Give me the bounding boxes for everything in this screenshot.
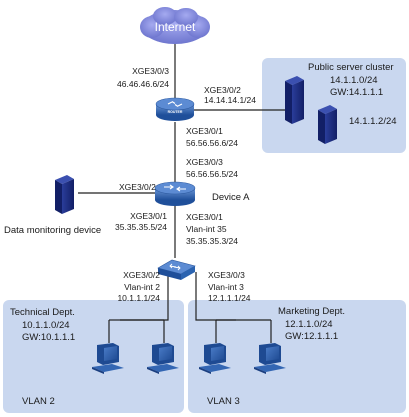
marketing-dept-zone [188, 300, 406, 413]
switch-right-ip: 12.1.1.1/24 [208, 293, 251, 303]
router-down-port: XGE3/0/1 [186, 126, 223, 136]
router-up-ip: 46.46.46.6/24 [117, 79, 169, 89]
tech-dept-subnet: 10.1.1.0/24 [22, 320, 70, 331]
device-a-up-port: XGE3/0/3 [186, 157, 223, 167]
internet-label: Internet [155, 20, 196, 34]
device-a-name: Device A [212, 192, 250, 203]
device-a-down-ip: 35.35.35.5/24 [115, 222, 167, 232]
monitor-name: Data monitoring device [4, 225, 101, 236]
switch-left-vlan: Vlan-int 2 [124, 282, 160, 292]
access-switch-icon [157, 259, 196, 280]
device-a-up-ip: 56.56.56.5/24 [186, 169, 238, 179]
switch-up-vlan: Vlan-int 35 [186, 224, 227, 234]
workstation-icon [92, 343, 124, 374]
marketing-dept-title: Marketing Dept. [278, 306, 345, 317]
tech-dept-gateway: GW:10.1.1.1 [22, 332, 75, 343]
router-right-port: XGE3/0/2 [204, 85, 241, 95]
router-right-ip: 14.14.14.1/24 [204, 95, 256, 105]
marketing-dept-vlan: VLAN 3 [207, 396, 240, 407]
switch-left-ip: 10.1.1.1/24 [117, 293, 160, 303]
technical-dept-zone [3, 300, 184, 413]
monitoring-server-icon [55, 175, 74, 214]
tech-dept-title: Technical Dept. [10, 307, 75, 318]
server-icon [318, 105, 337, 144]
device-a-down-port: XGE3/0/1 [130, 211, 167, 221]
internet-cloud-icon [140, 7, 210, 44]
switch-up-ip: 35.35.35.3/24 [186, 236, 238, 246]
workstation-icon [147, 343, 179, 374]
device-a-left-port: XGE3/0/2 [119, 182, 156, 192]
core-switch-icon [154, 181, 196, 206]
switch-left-port: XGE3/0/2 [123, 270, 160, 280]
switch-up-port: XGE3/0/1 [186, 212, 223, 222]
server-cluster-subnet: 14.1.1.0/24 [330, 75, 378, 86]
workstation-icon [199, 343, 231, 374]
switch-right-port: XGE3/0/3 [208, 270, 245, 280]
server-cluster-gateway: GW:14.1.1.1 [330, 87, 383, 98]
router-badge: ROUTER [168, 110, 183, 114]
server-icon [285, 76, 304, 124]
workstation-icon [254, 343, 286, 374]
server-ip: 14.1.1.2/24 [349, 116, 397, 127]
router-icon [155, 97, 195, 121]
marketing-dept-gateway: GW:12.1.1.1 [285, 331, 338, 342]
tech-dept-vlan: VLAN 2 [22, 396, 55, 407]
marketing-dept-subnet: 12.1.1.0/24 [285, 319, 333, 330]
server-cluster-title: Public server cluster [308, 62, 394, 73]
router-down-ip: 56.56.56.6/24 [186, 138, 238, 148]
switch-right-vlan: Vlan-int 3 [208, 282, 244, 292]
router-up-port: XGE3/0/3 [132, 66, 169, 76]
